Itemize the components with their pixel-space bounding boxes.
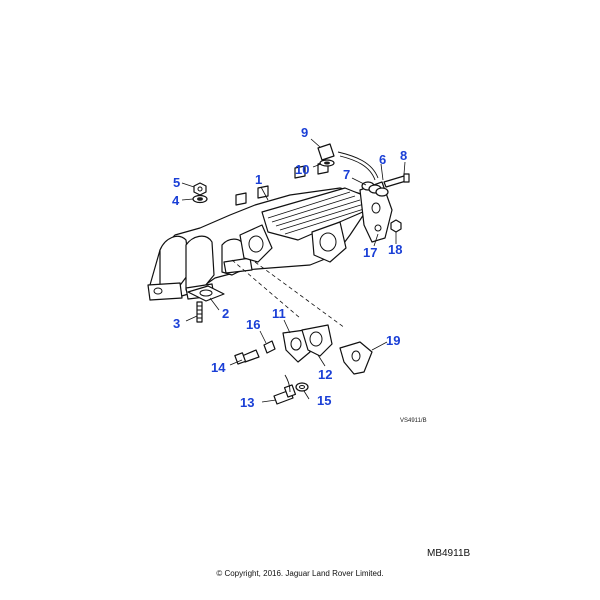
callout-7: 7 — [343, 167, 350, 182]
copyright-notice: © Copyright, 2016. Jaguar Land Rover Lim… — [216, 569, 384, 578]
callout-18: 18 — [388, 242, 402, 257]
callout-17: 17 — [363, 245, 377, 260]
callout-6: 6 — [379, 152, 386, 167]
callout-5: 5 — [173, 175, 180, 190]
callout-labels: 1 2 3 4 5 6 7 8 9 10 11 12 13 14 15 16 1… — [172, 125, 407, 410]
callout-16: 16 — [246, 317, 260, 332]
callout-9: 9 — [301, 125, 308, 140]
callout-14: 14 — [211, 360, 226, 375]
callout-12: 12 — [318, 367, 332, 382]
callout-15: 15 — [317, 393, 331, 408]
callout-1: 1 — [255, 172, 262, 187]
callout-8: 8 — [400, 148, 407, 163]
callout-3: 3 — [173, 316, 180, 331]
callout-4: 4 — [172, 193, 180, 208]
intake-manifold-drawing — [147, 161, 393, 301]
small-parts-drawing — [187, 143, 410, 405]
figure-code: MB4911B — [427, 548, 471, 559]
callout-10: 10 — [295, 162, 309, 177]
reference-code: VS4911/B — [400, 418, 427, 424]
callout-19: 19 — [386, 333, 400, 348]
callout-13: 13 — [240, 395, 254, 410]
callout-11: 11 — [272, 306, 286, 321]
callout-2: 2 — [222, 306, 229, 321]
leader-lines — [181, 138, 406, 403]
